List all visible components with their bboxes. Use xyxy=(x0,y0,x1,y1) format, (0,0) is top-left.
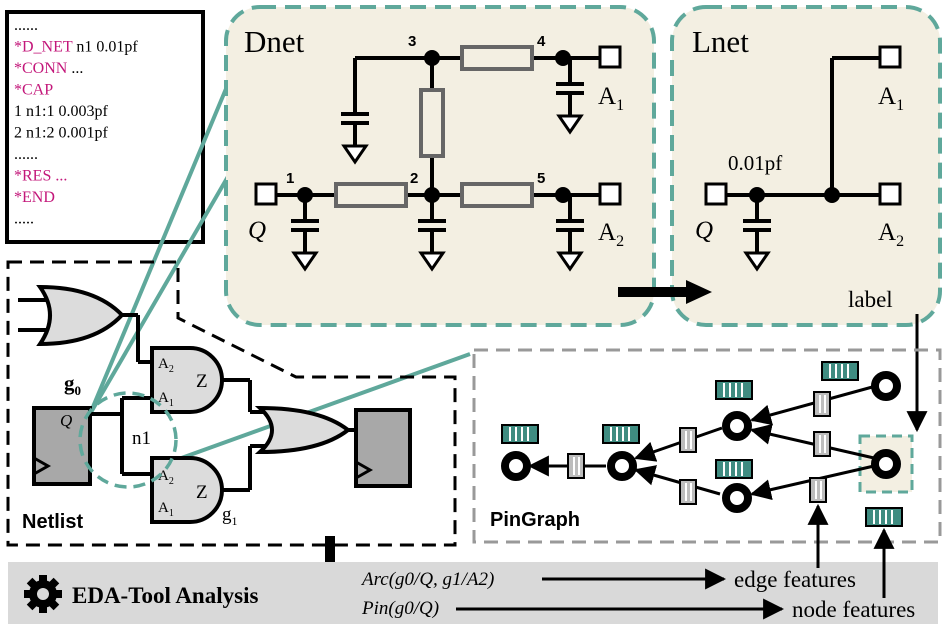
pin-a2-label: A2 xyxy=(878,219,904,250)
spef-line: *CAP xyxy=(14,82,53,99)
pingraph-box: PinGraph xyxy=(472,348,942,544)
node-label: 5 xyxy=(537,170,545,187)
eda-bar: EDA-Tool Analysis Arc(g0/Q, g1/A2) edge … xyxy=(8,562,938,624)
and-gate xyxy=(150,456,224,524)
node-label: 4 xyxy=(537,33,546,50)
gear-icon xyxy=(24,575,62,613)
pin-q-label: Q xyxy=(695,217,713,244)
node-3 xyxy=(424,50,440,66)
node xyxy=(824,187,840,203)
and-pin-a1: A1 xyxy=(158,390,174,409)
pin-q-label: Q xyxy=(248,217,266,244)
spef-line: ...... xyxy=(14,146,38,163)
pin-box xyxy=(704,182,728,206)
netlist-box: Netlist A2 A1 Z A2 A1 Z g1 Q xyxy=(6,260,457,547)
pingraph-title: PinGraph xyxy=(490,509,580,531)
and-pin-a2: A2 xyxy=(158,468,174,487)
pin-box xyxy=(254,182,278,206)
lnet-cap-label: 0.01pf xyxy=(728,151,782,175)
dnet-panel: Dnet 1 2 3 4 5 Q A1 A2 xyxy=(224,5,656,327)
lnet-panel: Lnet 0.01pf Q A1 A2 xyxy=(670,5,942,327)
node-5 xyxy=(555,187,571,203)
resistor xyxy=(334,182,408,208)
spef-line: *RES ... xyxy=(14,168,67,185)
node xyxy=(749,187,765,203)
node-1 xyxy=(297,187,313,203)
lnet-title: Lnet xyxy=(692,24,749,59)
pin-box xyxy=(598,45,622,69)
edge-features-label: edge features xyxy=(734,567,856,592)
and-pin-z: Z xyxy=(196,482,208,503)
node-features-label: node features xyxy=(792,597,915,622)
arc-expression: Arc(g0/Q, g1/A2) xyxy=(360,569,494,590)
spef-line: ...... xyxy=(14,17,38,34)
graph-node xyxy=(501,451,531,481)
and-pin-a2: A2 xyxy=(158,356,174,375)
pin-expression: Pin(g0/Q) xyxy=(361,598,439,619)
resistor xyxy=(419,88,445,158)
gate-g1-label: g1 xyxy=(222,504,238,528)
graph-node xyxy=(871,371,901,401)
eda-title: EDA-Tool Analysis xyxy=(72,583,258,608)
graph-node xyxy=(871,449,901,479)
pin-a1-label: A1 xyxy=(598,83,624,114)
node-label: 3 xyxy=(408,33,416,50)
and-pin-a1: A1 xyxy=(158,500,174,519)
spef-line: *END xyxy=(14,189,55,206)
pin-box xyxy=(878,45,902,69)
pin-a1-label: A1 xyxy=(878,83,904,114)
graph-node xyxy=(722,411,752,441)
spef-line: ..... xyxy=(14,211,34,228)
net-n1-label: n1 xyxy=(132,428,151,449)
graph-node xyxy=(722,483,752,513)
and-gate xyxy=(150,346,224,414)
spef-box: ...... *D_NET n1 0.01pf *CONN ... *CAP 1 n1:… xyxy=(5,10,205,244)
spef-line: *D_NET n1 0.01pf xyxy=(14,39,138,56)
netlist-title: Netlist xyxy=(22,511,83,533)
resistor xyxy=(460,182,534,208)
spef-line: 2 n1:2 0.001pf xyxy=(14,125,108,142)
pin-a2-label: A2 xyxy=(598,219,624,250)
net-n1-highlight xyxy=(78,391,178,489)
or-gate xyxy=(254,405,352,455)
label-text: label xyxy=(848,287,893,312)
ff-q-label: Q xyxy=(60,411,72,430)
pin-box xyxy=(878,182,902,206)
node-label: 1 xyxy=(286,170,294,187)
graph-node xyxy=(607,451,637,481)
node-4 xyxy=(555,50,571,66)
resistor xyxy=(460,45,534,71)
gate-g0-label: g0 xyxy=(64,371,81,398)
pin-box xyxy=(598,182,622,206)
node-label: 2 xyxy=(410,170,418,187)
node-2 xyxy=(424,187,440,203)
spef-line: *CONN ... xyxy=(14,60,83,77)
or-gate xyxy=(36,284,125,347)
spef-line: 1 n1:1 0.003pf xyxy=(14,103,108,120)
dnet-title: Dnet xyxy=(244,24,305,59)
and-pin-z: Z xyxy=(196,371,208,392)
dnet-to-lnet-arrow xyxy=(618,280,712,304)
